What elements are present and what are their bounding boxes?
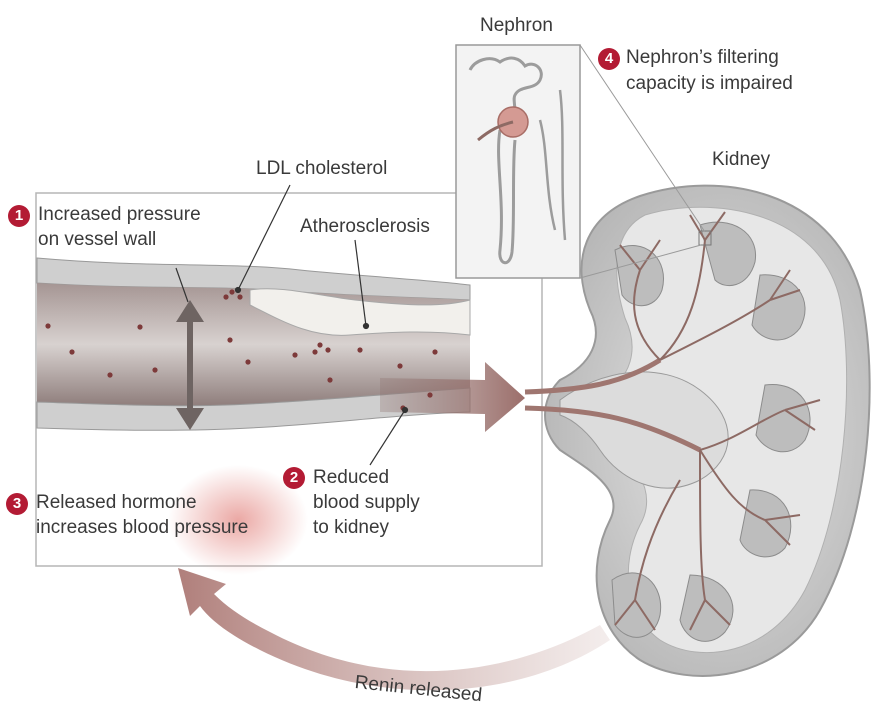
step-1-line1: Increased pressure: [38, 203, 201, 226]
step-4-line1: Nephron’s filtering: [626, 46, 779, 69]
ldl-label: LDL cholesterol: [256, 157, 387, 180]
step-2-line2: blood supply: [313, 491, 420, 514]
nephron-inset: [456, 45, 580, 278]
kidney-label: Kidney: [712, 148, 770, 171]
step-1-line2: on vessel wall: [38, 228, 156, 251]
step-1-badge: 1: [8, 205, 30, 227]
step-2-line3: to kidney: [313, 516, 389, 539]
renin-arrow: [178, 568, 610, 690]
step-2-badge: 2: [283, 467, 305, 489]
nephron-label: Nephron: [480, 14, 553, 37]
step-4-badge: 4: [598, 48, 620, 70]
step-2-line1: Reduced: [313, 466, 389, 489]
step-3-line2: increases blood pressure: [36, 516, 248, 539]
step-3-badge: 3: [6, 493, 28, 515]
step-3-line1: Released hormone: [36, 491, 197, 514]
step-4-line2: capacity is impaired: [626, 72, 793, 95]
atherosclerosis-label: Atherosclerosis: [300, 215, 430, 238]
